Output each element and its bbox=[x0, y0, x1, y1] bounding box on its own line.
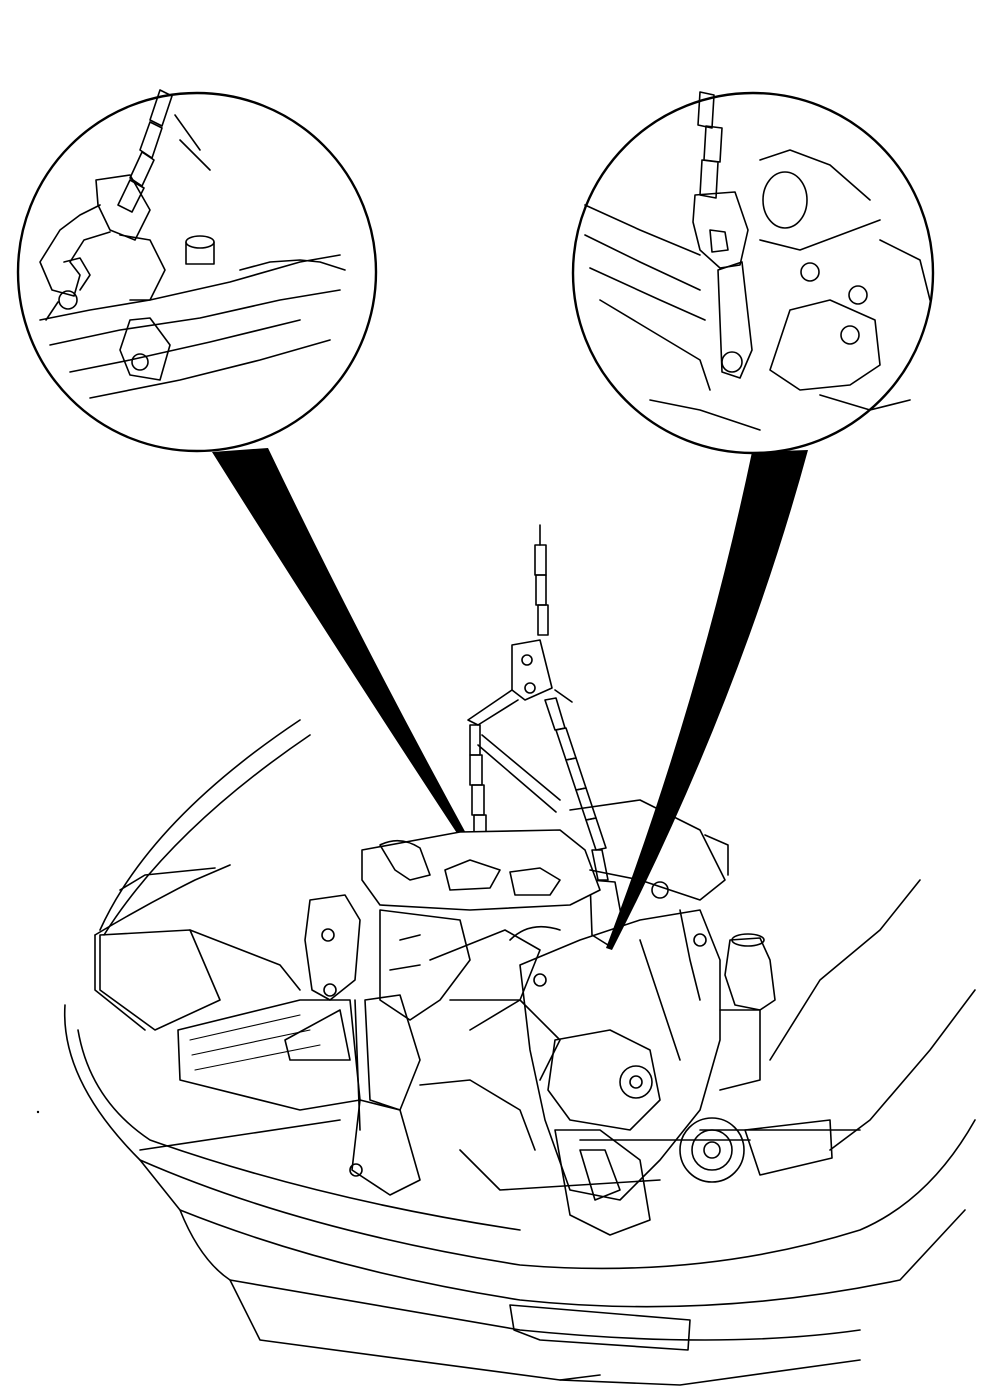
right-detail-content bbox=[584, 91, 931, 431]
stray-mark bbox=[36, 1110, 40, 1114]
alternator bbox=[547, 1029, 661, 1131]
left-headlight bbox=[99, 929, 221, 1031]
crank-pulley bbox=[679, 1117, 745, 1183]
left-fender bbox=[99, 719, 311, 936]
right-engine-mount bbox=[724, 937, 776, 1011]
right-headlight bbox=[744, 1119, 833, 1176]
engine-block bbox=[519, 909, 721, 1201]
engine-assembly bbox=[284, 799, 776, 1236]
right-fender bbox=[769, 879, 921, 1061]
left-engine-mount bbox=[304, 894, 361, 1001]
left-callout-pointer bbox=[212, 448, 474, 850]
left-detail-circle bbox=[16, 89, 378, 453]
valve-cover bbox=[361, 829, 601, 911]
car-body bbox=[63, 719, 976, 1386]
hoist-chain bbox=[467, 524, 623, 946]
left-detail-content bbox=[39, 89, 346, 399]
front-bumper bbox=[63, 1004, 976, 1270]
right-detail-circle bbox=[571, 91, 935, 455]
lower-intake bbox=[509, 1304, 691, 1351]
intake-manifold bbox=[379, 909, 471, 1021]
right-callout-pointer bbox=[606, 450, 808, 950]
